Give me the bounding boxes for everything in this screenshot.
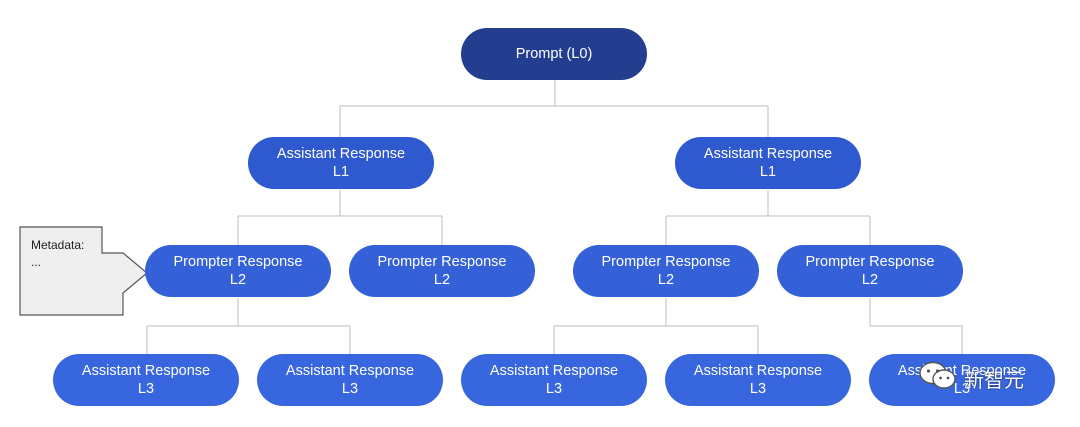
node-level: L3 (341, 381, 359, 397)
assistant-response-node-l1: Assistant Response L1 (675, 137, 861, 189)
node-label: Assistant Response (703, 146, 833, 162)
watermark: 新智元 (918, 358, 1024, 398)
metadata-callout (19, 226, 148, 316)
node-level: L2 (861, 272, 879, 288)
node-level: L3 (545, 381, 563, 397)
node-level: L1 (759, 164, 777, 180)
prompter-response-node-l2: Prompter Response L2 (349, 245, 535, 297)
node-label: Assistant Response (276, 146, 406, 162)
node-label: Prompt (L0) (515, 46, 593, 62)
assistant-response-node-l1: Assistant Response L1 (248, 137, 434, 189)
metadata-label: Metadata: (31, 238, 85, 252)
node-level: L1 (332, 164, 350, 180)
assistant-response-node-l3: Assistant Response L3 (665, 354, 851, 406)
assistant-response-node-l3: Assistant Response L3 (257, 354, 443, 406)
prompter-response-node-l2: Prompter Response L2 (777, 245, 963, 297)
node-level: L2 (433, 272, 451, 288)
node-label: Assistant Response (81, 363, 211, 379)
node-label: Assistant Response (285, 363, 415, 379)
assistant-response-node-l3: Assistant Response L3 (461, 354, 647, 406)
node-label: Assistant Response (693, 363, 823, 379)
connector-l2a-l3 (146, 298, 351, 354)
node-level: L2 (657, 272, 675, 288)
metadata-value: ... (31, 255, 42, 269)
node-label: Prompter Response (377, 254, 507, 270)
prompter-response-node-l2: Prompter Response L2 (573, 245, 759, 297)
prompt-node-l0: Prompt (L0) (461, 28, 647, 80)
connector-root-l1 (339, 80, 769, 137)
node-label: Prompter Response (173, 254, 303, 270)
node-level: L3 (749, 381, 767, 397)
node-label: Prompter Response (805, 254, 935, 270)
wechat-icon (918, 360, 958, 397)
node-level: L3 (137, 381, 155, 397)
connector-l1b-l2 (665, 190, 871, 245)
prompter-response-node-l2: Prompter Response L2 (145, 245, 331, 297)
connector-l2d-l3 (869, 298, 963, 354)
node-label: Assistant Response (489, 363, 619, 379)
node-label: Prompter Response (601, 254, 731, 270)
assistant-response-node-l3: Assistant Response L3 (53, 354, 239, 406)
node-level: L2 (229, 272, 247, 288)
connector-l1a-l2 (237, 190, 443, 245)
connector-l2c-l3 (553, 298, 759, 354)
node-level: L3 (953, 381, 971, 397)
watermark-text: 新智元 (964, 367, 1024, 392)
